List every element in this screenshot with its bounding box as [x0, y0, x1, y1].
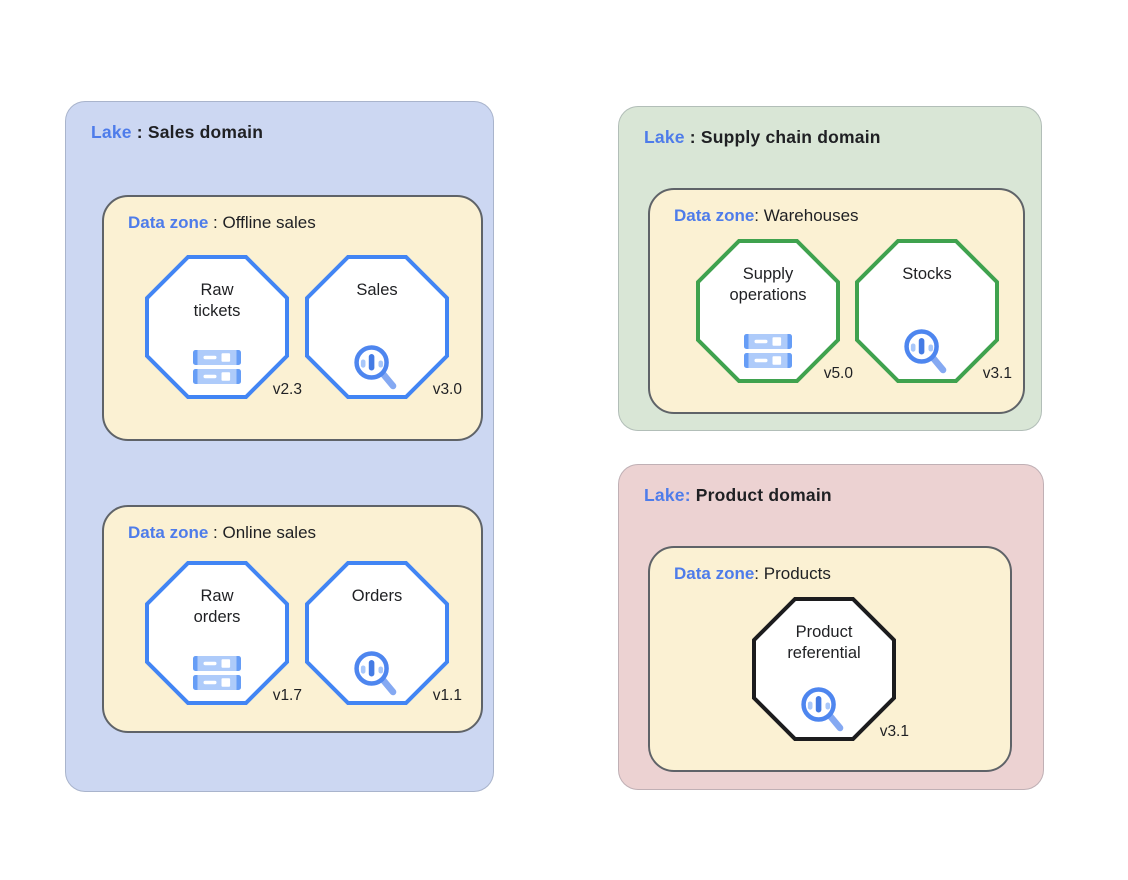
zone-title-separator: :	[208, 523, 223, 542]
zone-title-separator: :	[754, 564, 764, 583]
data-zone-products: Data zone: Products Product referential …	[648, 546, 1012, 772]
search-analytics-icon	[354, 651, 397, 696]
entity-version: v3.0	[432, 381, 462, 398]
lake-title: Lake: Product domain	[644, 485, 832, 506]
search-analytics-icon	[354, 345, 397, 390]
entity-label: Stocks	[902, 265, 952, 283]
lake-sales-domain: Lake : Sales domain Data zone : Offline …	[65, 101, 494, 792]
lake-title-separator: :	[684, 127, 701, 147]
zone-title-name: Online sales	[222, 523, 317, 542]
zone-title-separator: :	[754, 206, 764, 225]
entity-version: v3.1	[982, 365, 1012, 382]
lake-title-name: Supply chain domain	[700, 127, 881, 147]
lake-title-prefix: Lake	[644, 127, 685, 147]
lake-supply-chain-domain: Lake : Supply chain domain Data zone: Wa…	[618, 106, 1042, 431]
zone-title-prefix: Data zone	[128, 213, 209, 232]
entity-product-referential: Product referential v3.1	[752, 597, 909, 741]
entity-version: v1.7	[272, 687, 302, 704]
lake-title-separator: :	[131, 122, 148, 142]
entity-supply-operations: Supply operations v5.0	[696, 239, 853, 383]
entity-label: Supply operations	[729, 265, 807, 305]
lake-title: Lake : Supply chain domain	[644, 127, 881, 148]
storage-icon	[193, 350, 241, 384]
entity-version: v3.1	[879, 723, 909, 740]
zone-title-prefix: Data zone	[128, 523, 209, 542]
zone-title-name: Offline sales	[222, 213, 316, 232]
entity-raw-orders: Raw orders v1.7	[145, 561, 302, 705]
zone-title: Data zone : Offline sales	[128, 213, 316, 233]
zone-title-prefix: Data zone	[674, 564, 755, 583]
entity-raw-tickets: Raw tickets v2.3	[145, 255, 302, 399]
lake-title: Lake : Sales domain	[91, 122, 263, 143]
zone-title-name: Warehouses	[763, 206, 859, 225]
entity-version: v2.3	[272, 381, 302, 398]
entity-version: v5.0	[823, 365, 853, 382]
zone-title: Data zone: Products	[674, 564, 831, 584]
data-zone-warehouses: Data zone: Warehouses Supply operations	[648, 188, 1025, 414]
entity-version: v1.1	[432, 687, 462, 704]
lake-title-prefix: Lake	[91, 122, 132, 142]
lake-title-prefix: Lake:	[644, 485, 691, 505]
entity-label: Sales	[356, 281, 398, 299]
entity-label: Raw orders	[193, 587, 241, 627]
zone-title: Data zone : Online sales	[128, 523, 316, 543]
entity-orders: Orders v1.1	[305, 561, 462, 705]
entity-label: Product referential	[787, 623, 861, 663]
data-zone-online-sales: Data zone : Online sales Raw orders	[102, 505, 483, 733]
lake-title-name: Product domain	[695, 485, 832, 505]
zone-title-name: Products	[763, 564, 831, 583]
zone-title: Data zone: Warehouses	[674, 206, 859, 226]
zone-title-prefix: Data zone	[674, 206, 755, 225]
storage-icon	[193, 656, 241, 690]
entity-stocks: Stocks v3.1	[855, 239, 1012, 383]
data-zone-offline-sales: Data zone : Offline sales Raw tickets	[102, 195, 483, 441]
entity-sales: Sales v3.0	[305, 255, 462, 399]
entity-label: Raw tickets	[193, 281, 241, 321]
zone-title-separator: :	[208, 213, 223, 232]
lake-product-domain: Lake: Product domain Data zone: Products…	[618, 464, 1044, 790]
entity-label: Orders	[351, 587, 403, 605]
search-analytics-icon	[904, 329, 947, 374]
lake-title-name: Sales domain	[147, 122, 264, 142]
search-analytics-icon	[801, 687, 844, 732]
storage-icon	[744, 334, 792, 368]
